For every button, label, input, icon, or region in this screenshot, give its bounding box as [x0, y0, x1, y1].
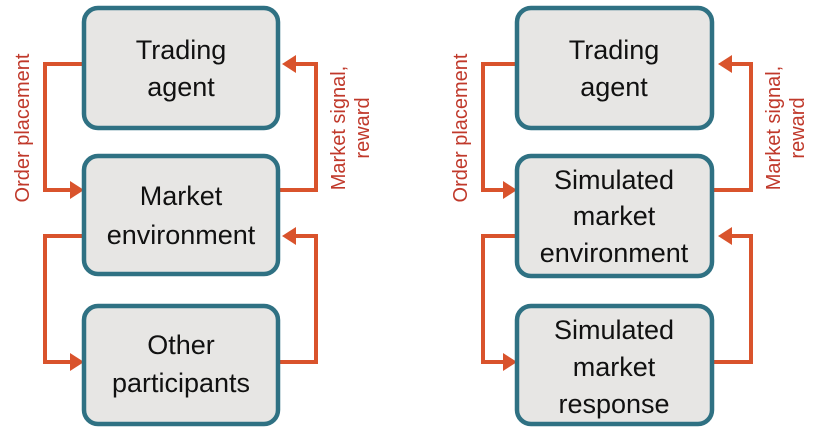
right-market-signal-arrow: [712, 55, 753, 192]
left-trading-agent-box: Trading agent: [81, 5, 281, 131]
right-simulated-response-line-1: Simulated: [554, 315, 674, 345]
right-simulated-env-line-2: market: [573, 201, 656, 231]
left-trading-agent-line-1: Trading: [136, 35, 227, 65]
right-simulated-market-response-box: Simulated market response: [514, 303, 715, 427]
right-simulated-market-environment-box: Simulated market environment: [514, 153, 715, 279]
left-market-environment-box: Market environment: [81, 153, 281, 277]
left-other-participants-line-1: Other: [147, 330, 215, 360]
left-market-signal-line-2: reward: [352, 97, 374, 158]
right-market-signal-label: Market signal, reward: [763, 66, 809, 191]
right-trading-agent-line-1: Trading: [569, 35, 660, 65]
left-market-signal-label: Market signal, reward: [328, 66, 374, 191]
left-market-environment-line-1: Market: [140, 181, 223, 211]
left-order-placement-arrow: [43, 62, 84, 199]
left-env-to-participants-arrow: [43, 234, 84, 371]
right-trading-agent-line-2: agent: [580, 72, 648, 102]
left-other-participants-box: Other participants: [81, 303, 281, 427]
right-response-to-env-arrow: [712, 227, 753, 364]
right-simulated-response-line-3: response: [558, 389, 669, 419]
right-order-placement-arrow: [481, 62, 517, 199]
right-trading-agent-box: Trading agent: [514, 5, 715, 131]
right-env-to-response-arrow: [481, 234, 517, 371]
right-simulated-env-line-1: Simulated: [554, 165, 674, 195]
right-market-signal-line-2: reward: [787, 97, 809, 158]
left-market-signal-line-1: Market signal,: [328, 66, 350, 191]
right-order-placement-label: Order placement: [450, 53, 472, 202]
left-participants-to-env-arrow: [278, 227, 318, 364]
left-diagram: Trading agent Market environment Other p…: [12, 5, 374, 427]
left-trading-agent-line-2: agent: [147, 72, 215, 102]
right-simulated-env-line-3: environment: [540, 238, 689, 268]
left-order-placement-label: Order placement: [12, 53, 34, 202]
left-market-signal-arrow: [278, 55, 318, 192]
left-other-participants-line-2: participants: [112, 368, 250, 398]
right-diagram: Trading agent Simulated market environme…: [450, 5, 809, 427]
right-market-signal-line-1: Market signal,: [763, 66, 785, 191]
right-simulated-response-line-2: market: [573, 352, 656, 382]
left-market-environment-line-2: environment: [107, 220, 256, 250]
